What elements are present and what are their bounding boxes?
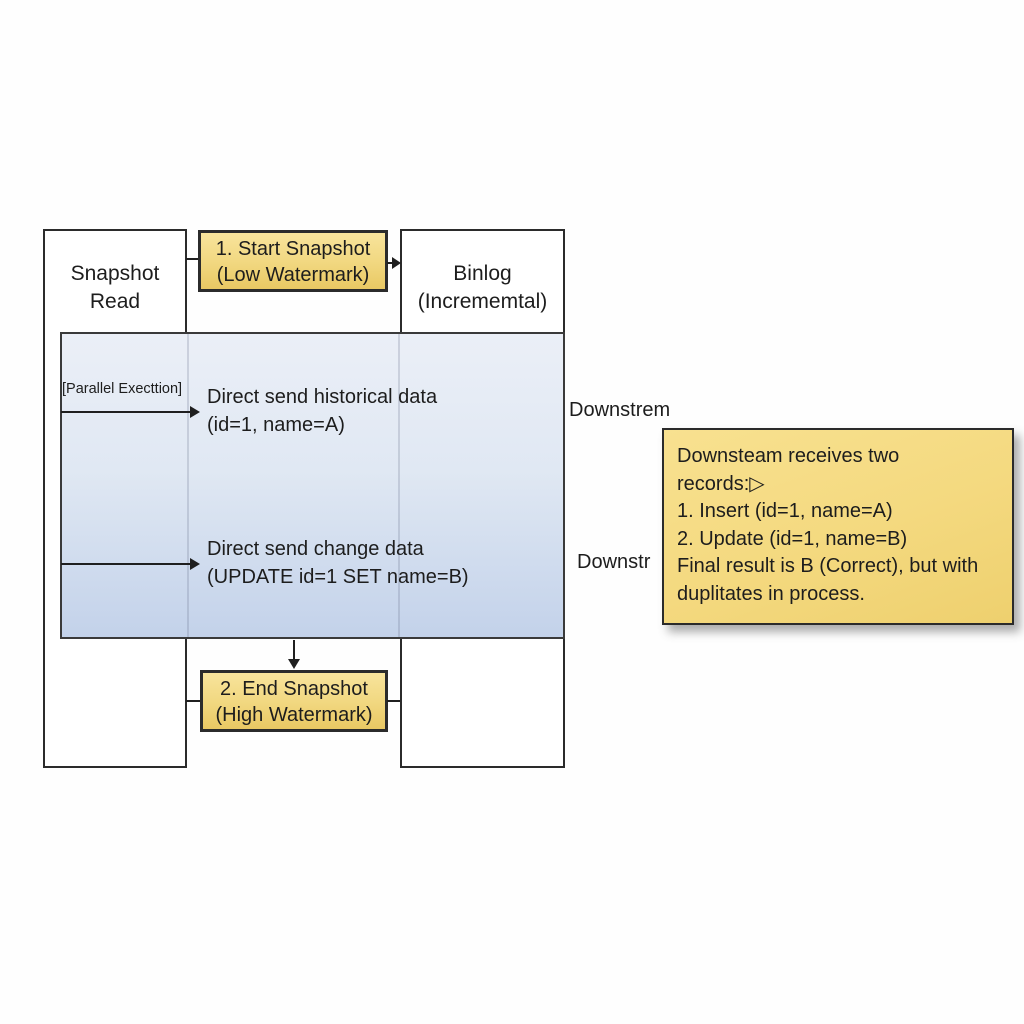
message-historical-data: Direct send historical data (id=1, name=…: [207, 383, 437, 439]
binlog-label-line2: (Incrememtal): [417, 290, 548, 313]
parallel-execution-region: [60, 332, 565, 639]
message-change-line2: (UPDATE id=1 SET name=B): [207, 566, 469, 588]
start-snapshot-box: 1. Start Snapshot (Low Watermark): [198, 230, 388, 292]
note-line: 1. Insert (id=1, name=A): [677, 500, 893, 522]
message-change-line1: Direct send change data: [207, 538, 424, 560]
connector-start-to-binlog: [387, 262, 394, 264]
connector-snapshot-to-start: [186, 258, 198, 260]
arrow-change-data-line: [61, 563, 192, 565]
start-snapshot-label-line1: 1. Start Snapshot: [215, 238, 371, 260]
binlog-label-line1: Binlog: [453, 262, 512, 285]
downstream-label-top: Downstrem: [569, 399, 671, 421]
message-historical-line2: (id=1, name=A): [207, 414, 345, 436]
downstream-note-box: Downsteam receives two records:▷ 1. Insert…: [662, 428, 1014, 625]
arrow-change-data-head-icon: [190, 558, 200, 570]
end-snapshot-label-line2: (High Watermark): [215, 704, 373, 726]
end-snapshot-label-line1: 2. End Snapshot: [220, 678, 368, 700]
snapshot-read-label-line2: Read: [89, 290, 141, 313]
connector-snapshot-to-end: [186, 700, 200, 702]
start-snapshot-label-line2: (Low Watermark): [216, 264, 370, 286]
end-snapshot-box: 2. End Snapshot (High Watermark): [200, 670, 388, 732]
note-line: Final result is B (Correct), but with: [677, 555, 979, 577]
note-line: 2. Update (id=1, name=B): [677, 527, 908, 550]
note-line: duplitates in process.: [677, 582, 865, 605]
message-historical-line1: Direct send historical data: [207, 386, 438, 408]
downstream-label-bottom: Downstr: [577, 551, 651, 573]
parallel-execution-label: [Parallel Execttion]: [62, 381, 183, 397]
arrow-historical-data-head-icon: [190, 406, 200, 418]
arrow-historical-data-line: [61, 411, 192, 413]
lifeline-left: [187, 334, 189, 637]
arrowhead-into-binlog-icon: [392, 257, 401, 269]
message-change-data: Direct send change data (UPDATE id=1 SET…: [207, 535, 469, 591]
note-line: Downsteam receives two: [677, 445, 900, 467]
note-line: records:▷: [677, 472, 765, 495]
arrow-to-end-snapshot-head-icon: [288, 659, 300, 669]
snapshot-read-label-line1: Snapshot: [70, 262, 160, 285]
lifeline-right: [398, 334, 400, 637]
connector-end-to-binlog: [387, 700, 400, 702]
arrow-to-end-snapshot-line: [293, 640, 295, 662]
